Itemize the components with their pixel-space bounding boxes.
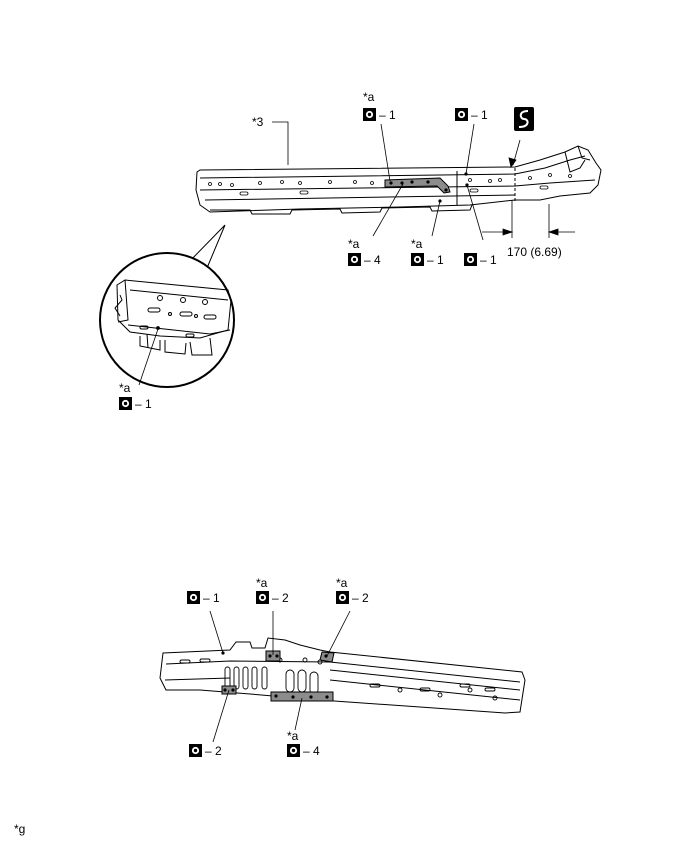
svg-text:1: 1 — [437, 253, 444, 267]
svg-text:–: – — [480, 253, 487, 267]
callout-v1-2: – 1 — [455, 108, 488, 122]
svg-text:2: 2 — [282, 591, 289, 605]
svg-text:*a: *a — [256, 576, 268, 590]
leader-lines-view-1 — [272, 121, 521, 241]
rocker-panel-view-1 — [195, 145, 602, 215]
callout-v2-5: *a – 4 — [287, 729, 320, 758]
spot-weld-icon — [411, 253, 424, 266]
svg-text:–: – — [427, 253, 434, 267]
spot-weld-icon — [119, 397, 132, 410]
svg-text:4: 4 — [313, 744, 320, 758]
spot-weld-icon — [455, 108, 468, 121]
callout-v1-3: *a – 4 — [348, 237, 381, 267]
svg-text:*a: *a — [363, 90, 375, 104]
spot-weld-icon — [189, 744, 202, 757]
svg-text:–: – — [471, 108, 478, 122]
svg-text:2: 2 — [215, 744, 222, 758]
callout-v2-2: *a – 2 — [256, 576, 289, 605]
svg-text:–: – — [303, 744, 310, 758]
cut-point-icon — [514, 107, 534, 131]
leader-lines-view-2 — [209, 610, 351, 743]
svg-text:*a: *a — [411, 237, 423, 251]
note-mark: *g — [14, 822, 25, 836]
svg-text:2: 2 — [362, 591, 369, 605]
spot-weld-icon — [363, 108, 376, 121]
detail-magnifier — [99, 224, 235, 388]
svg-text:–: – — [352, 591, 359, 605]
svg-text:*a: *a — [287, 729, 299, 743]
svg-text:1: 1 — [481, 108, 488, 122]
callout-detail: *a – 1 — [119, 381, 152, 411]
svg-text:–: – — [379, 108, 386, 122]
spot-weld-icon — [256, 591, 269, 604]
spot-weld-icon — [348, 253, 361, 266]
svg-text:1: 1 — [213, 591, 220, 605]
svg-text:–: – — [203, 591, 210, 605]
callout-v1-5: – 1 — [464, 253, 497, 267]
dimension-label: 170 (6.69) — [507, 245, 562, 259]
svg-text:–: – — [272, 591, 279, 605]
svg-text:*a: *a — [119, 381, 131, 395]
svg-text:–: – — [205, 744, 212, 758]
spot-weld-icon — [336, 591, 349, 604]
rocker-panel-view-2 — [159, 637, 526, 714]
dimension-170 — [482, 200, 575, 238]
svg-text:–: – — [135, 397, 142, 411]
svg-text:–: – — [364, 253, 371, 267]
callout-v2-4: – 2 — [189, 744, 222, 758]
spot-weld-icon — [464, 253, 477, 266]
svg-text:4: 4 — [374, 253, 381, 267]
svg-text:1: 1 — [145, 397, 152, 411]
svg-text:1: 1 — [490, 253, 497, 267]
callout-v2-3: *a – 2 — [336, 576, 369, 605]
callout-v1-4: *a – 1 — [411, 237, 444, 267]
svg-text:1: 1 — [389, 108, 396, 122]
svg-text:*a: *a — [348, 237, 360, 251]
part-label-3: *3 — [252, 115, 264, 129]
callout-v2-1: – 1 — [187, 591, 220, 605]
spot-weld-icon — [187, 591, 200, 604]
spot-weld-icon — [287, 744, 300, 757]
callout-v1-1: *a – 1 — [363, 90, 396, 122]
svg-text:*a: *a — [336, 576, 348, 590]
